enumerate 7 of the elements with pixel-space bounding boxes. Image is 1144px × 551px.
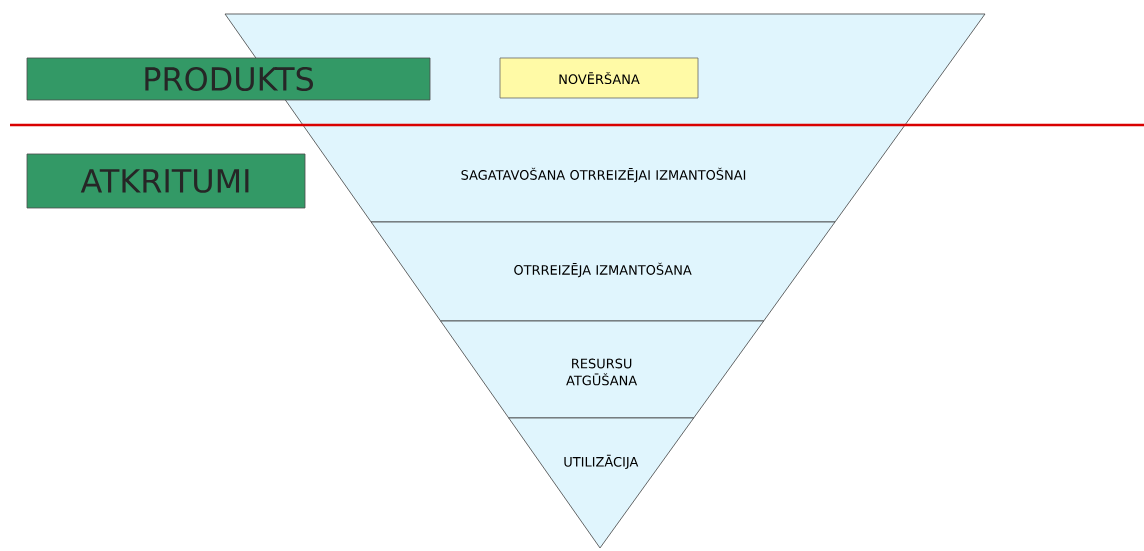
funnel-band: SAGATAVOŠANA OTRREIZĒJAI IZMANTOŠNAI [302,124,906,223]
level-box: NOVĒRŠANA [499,57,699,99]
funnel-band: RESURSU ATGŪŠANA [440,320,765,419]
category-box: ATKRITUMI [26,153,306,209]
category-box: PRODUKTS [26,57,431,101]
funnel-band: OTRREIZĒJA IZMANTOŠANA [370,221,836,322]
funnel-band: UTILIZĀCIJA [508,417,695,549]
